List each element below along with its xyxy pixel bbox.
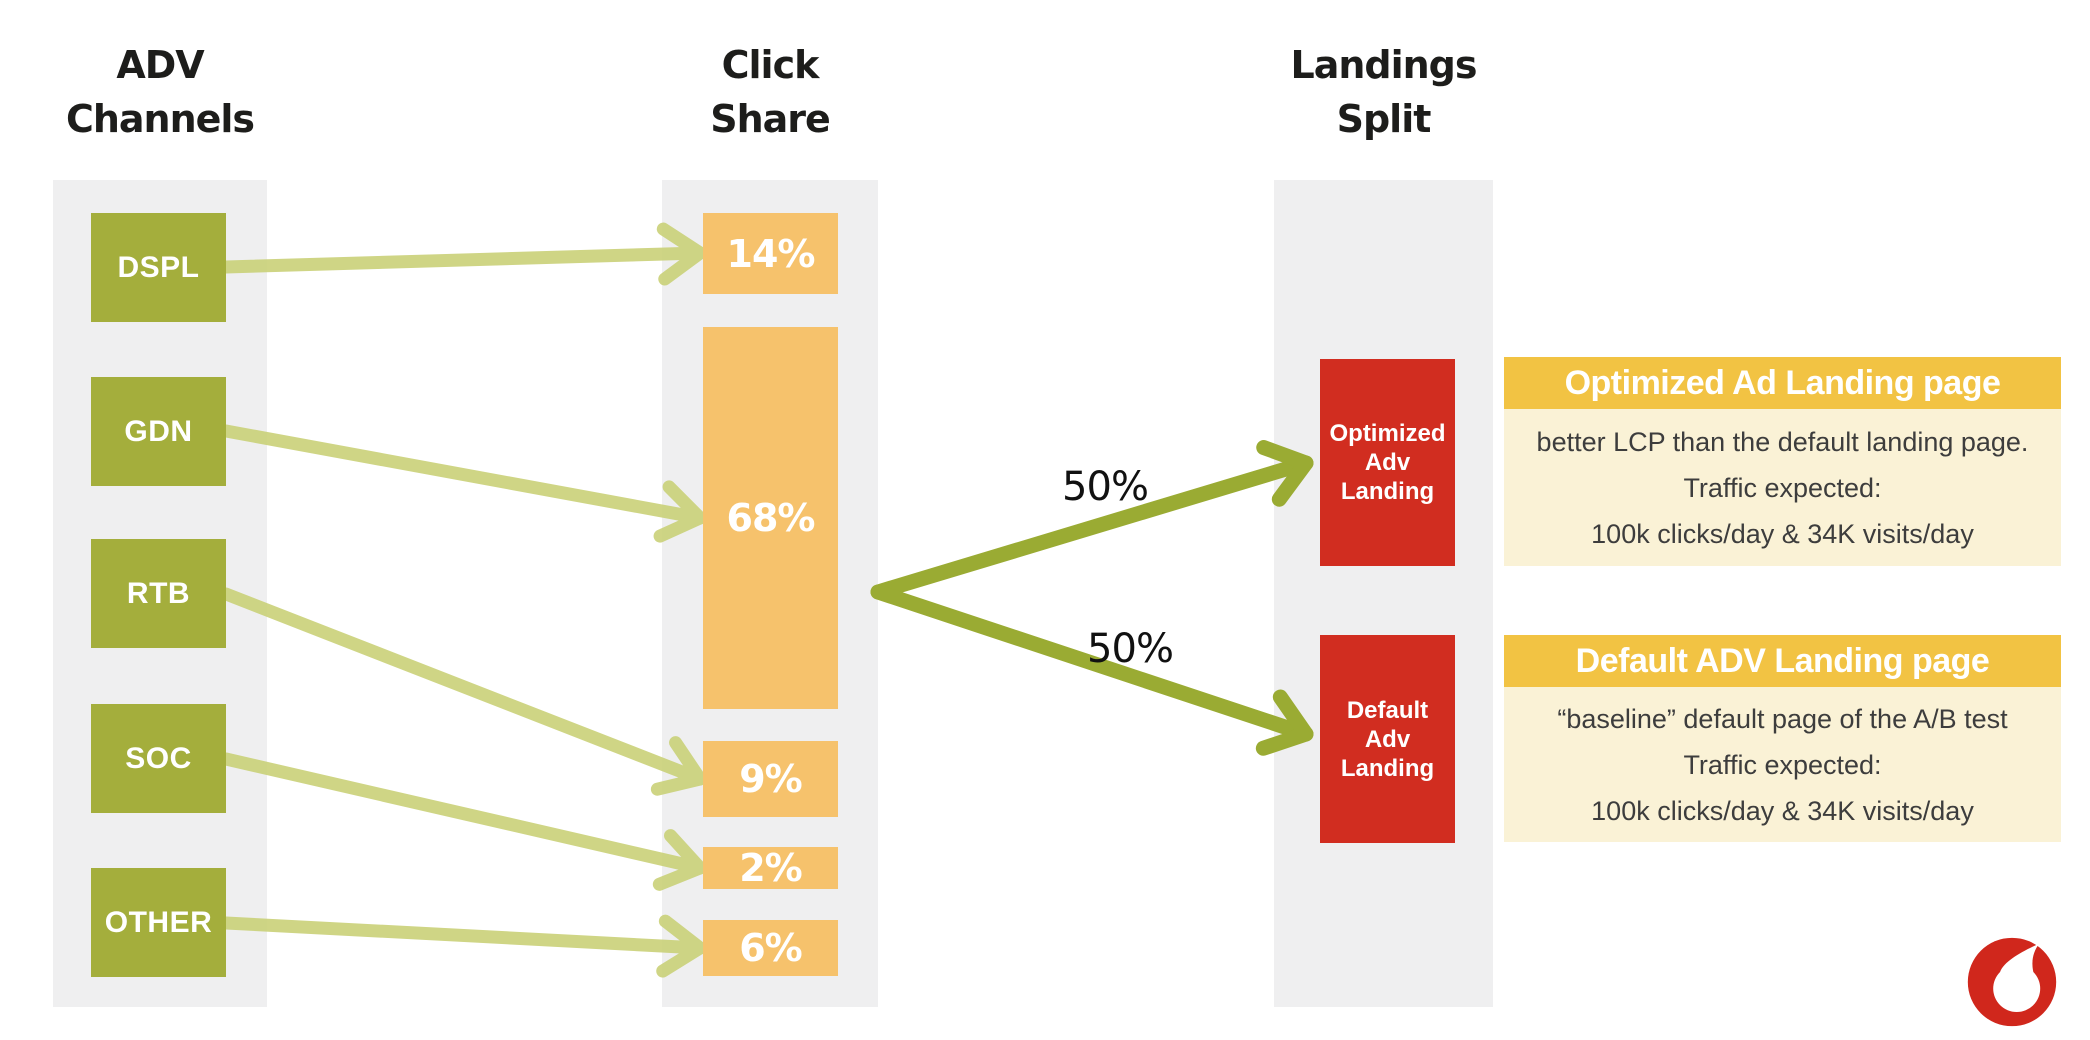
arrow-split-to-default [870,584,1314,756]
info-header: Optimized Ad Landing page [1504,357,2061,409]
landing-line: Adv [1364,449,1411,476]
channel-label: OTHER [104,905,213,939]
title-line: ADV [116,43,204,87]
info-body: better LCP than the default landing page… [1504,409,2061,566]
arrow-gdn-to-68 [219,424,707,543]
landing-line: Landing [1340,754,1435,782]
share-box-6: 6% [703,920,838,976]
channel-label: GDN [124,414,193,448]
arrow-rtb-to-9 [219,587,707,796]
share-value: 2% [739,846,803,890]
landing-box-default: Default Adv Landing [1320,635,1455,843]
title-line: Split [1336,97,1432,141]
info-line: “baseline” default page of the A/B test [1557,703,2008,734]
vodafone-logo-icon [1967,937,2057,1027]
channel-box-other: OTHER [91,868,226,977]
title-line: Share [710,97,831,141]
column-title-click-share: Click Share [662,38,878,146]
share-value: 68% [726,496,816,540]
info-body: “baseline” default page of the A/B test … [1504,687,2061,842]
landing-line: Landing [1340,478,1435,505]
share-value: 9% [739,757,803,801]
landing-line: Optimized [1329,420,1446,447]
column-bg-landings-split [1274,180,1493,1007]
share-box-68: 68% [703,327,838,709]
channel-label: SOC [125,741,192,775]
channel-box-rtb: RTB [91,539,226,648]
split-percent-bottom: 50% [1087,626,1174,672]
channel-box-soc: SOC [91,704,226,813]
landing-line: Default [1346,696,1429,724]
landing-line: Adv [1364,725,1411,753]
info-line: better LCP than the default landing page… [1536,426,2029,457]
channel-label: RTB [126,576,191,610]
split-percent-top: 50% [1062,464,1149,510]
share-box-2: 2% [703,846,838,890]
channel-label: DSPL [117,250,200,284]
arrow-split-to-optimized [870,440,1314,600]
title-line: Channels [65,97,255,141]
arrow-other-to-6 [219,914,707,978]
arrow-dspl-to-14 [219,222,707,286]
share-value: 14% [726,231,816,276]
column-title-adv-channels: ADV Channels [53,38,267,146]
landing-box-optimized: Optimized Adv Landing [1320,359,1455,566]
info-line: Traffic expected: [1683,749,1882,780]
title-line: Landings [1290,43,1477,87]
channel-box-gdn: GDN [91,377,226,486]
share-box-14: 14% [703,213,838,294]
info-box-optimized: Optimized Ad Landing page better LCP tha… [1504,357,2061,566]
share-box-9: 9% [703,741,838,817]
title-line: Click [721,43,820,87]
info-line: 100k clicks/day & 34K visits/day [1591,518,1974,549]
channel-box-dspl: DSPL [91,213,226,322]
info-line: Traffic expected: [1683,472,1882,503]
column-title-landings-split: Landings Split [1274,38,1493,146]
info-box-default: Default ADV Landing page “baseline” defa… [1504,635,2061,842]
share-value: 6% [739,926,803,970]
arrow-soc-to-2 [219,752,707,891]
info-line: 100k clicks/day & 34K visits/day [1591,795,1974,826]
info-header: Default ADV Landing page [1504,635,2061,687]
